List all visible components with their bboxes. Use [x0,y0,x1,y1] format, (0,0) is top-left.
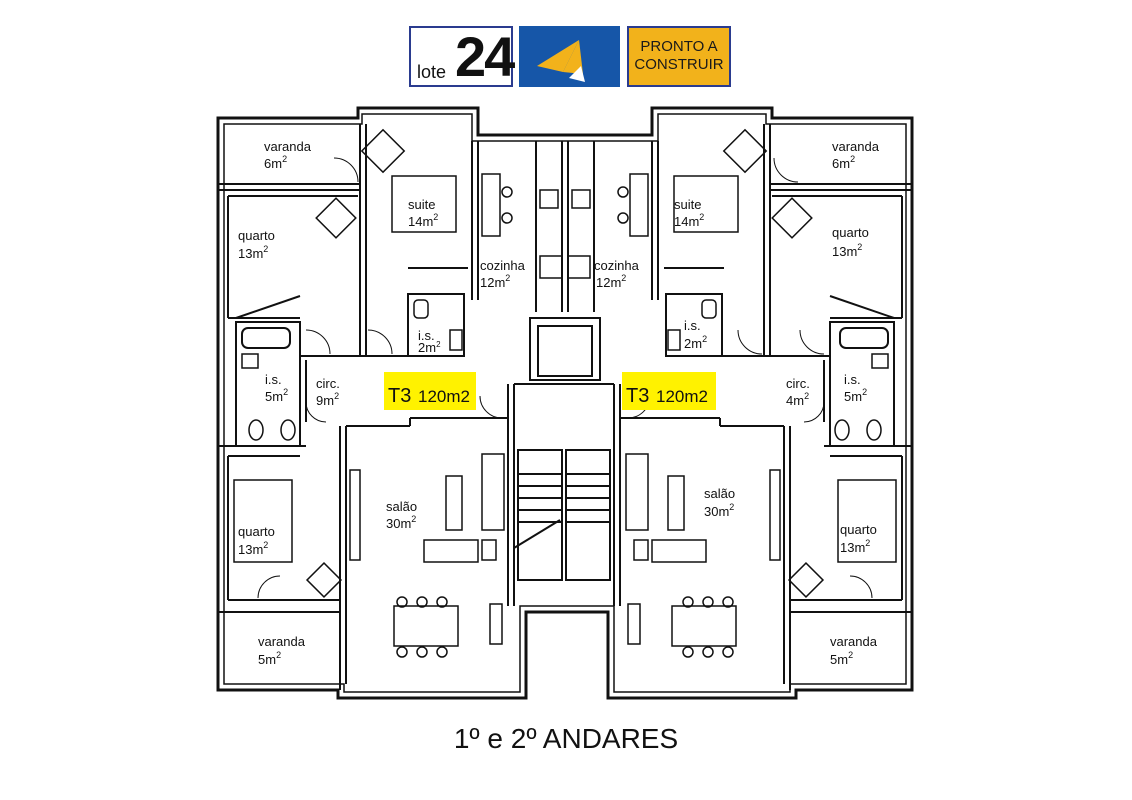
brand-arrow-icon [537,40,585,82]
lote-number: 24 [455,25,515,88]
label-quarto-bottom-right: quarto [840,522,877,537]
area-salao-left: 30m2 [386,514,416,531]
label-salao-left: salão [386,499,417,514]
area-quarto-top-left: 13m2 [238,244,268,261]
label-varanda-top-right: varanda [832,139,880,154]
status-line-1: PRONTO A [640,38,718,55]
label-is-small-right: i.s. [684,318,701,333]
label-quarto-top-right: quarto [832,225,869,240]
label-is-large-left: i.s. [265,372,282,387]
label-salao-right: salão [704,486,735,501]
unit-type-right: T3 [626,385,649,407]
label-cozinha-left: cozinha [480,258,526,273]
area-cozinha-right: 12m2 [596,273,626,290]
label-is-large-right: i.s. [844,372,861,387]
area-varanda-bottom-right: 5m2 [830,650,853,667]
label-cozinha-right: cozinha [594,258,640,273]
unit-highlight-left [384,372,476,410]
lote-badge: lote 24 [409,25,515,88]
brand-logo [519,26,620,87]
lote-word: lote [417,62,447,82]
label-suite-right: suite [674,197,701,212]
area-varanda-bottom-left: 5m2 [258,650,281,667]
unit-highlight-right [622,372,716,410]
label-varanda-bottom-right: varanda [830,634,878,649]
area-varanda-top-right: 6m2 [832,154,855,171]
status-badge: PRONTO A CONSTRUIR [627,26,731,87]
label-quarto-top-left: quarto [238,228,275,243]
area-quarto-bottom-left: 13m2 [238,540,268,557]
unit-size-right: 120m2 [656,387,708,406]
label-varanda-bottom-left: varanda [258,634,306,649]
unit-size-left: 120m2 [418,387,470,406]
area-circ-left: 9m2 [316,391,339,408]
area-is-large-right: 5m2 [844,387,867,404]
area-varanda-top-left: 6m2 [264,154,287,171]
area-quarto-bottom-right: 13m2 [840,538,870,555]
area-is-small-left: 2m2 [418,340,441,355]
floor-caption: 1º e 2º ANDARES [453,723,679,754]
area-circ-right: 4m2 [786,391,809,408]
status-line-2: CONSTRUIR [634,56,724,73]
label-is-small-left: i.s. [418,328,435,343]
unit-type-left: T3 [388,385,411,407]
area-suite-left: 14m2 [408,212,438,229]
label-quarto-bottom-left: quarto [238,524,275,539]
area-is-large-left: 5m2 [265,387,288,404]
area-cozinha-left: 12m2 [480,273,510,290]
area-salao-right: 30m2 [704,502,734,519]
area-suite-right: 14m2 [674,212,704,229]
label-suite-left: suite [408,197,435,212]
label-circ-left: circ. [316,376,340,391]
area-is-small-right: 2m2 [684,334,707,351]
label-varanda-top-left: varanda [264,139,312,154]
area-quarto-top-right: 13m2 [832,242,862,259]
label-circ-right: circ. [786,376,810,391]
